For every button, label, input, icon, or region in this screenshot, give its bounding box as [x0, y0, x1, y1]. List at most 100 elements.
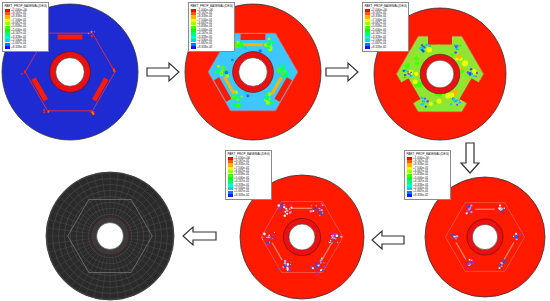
contour-spot [332, 237, 334, 239]
contour-spot [284, 214, 286, 216]
contour-spot [456, 235, 459, 238]
contour-spot [514, 236, 516, 238]
hub-hole [426, 60, 454, 88]
contour-spot [405, 63, 411, 69]
contour-spot [455, 238, 457, 240]
contour-spot [404, 74, 406, 76]
contour-spot [290, 204, 292, 206]
contour-spot [502, 210, 505, 213]
contour-spot [43, 109, 45, 111]
contour-spot [282, 68, 285, 71]
disc-outline [2, 4, 138, 140]
contour-spot [459, 100, 460, 101]
mesh-line [71, 251, 98, 287]
hub-ring [467, 219, 503, 255]
contour-spot [322, 204, 324, 206]
contour-spot [334, 233, 336, 235]
damage-band [428, 36, 452, 45]
damage-band [275, 77, 293, 101]
contour-spot [456, 104, 458, 106]
contour-spot [333, 241, 335, 243]
contour-spot [424, 102, 425, 103]
contour-spot [467, 268, 468, 269]
damage-band [321, 242, 332, 260]
contour-spot [314, 207, 316, 209]
contour-spot [470, 262, 471, 263]
contour-spot [471, 69, 477, 75]
mesh-line [93, 174, 105, 217]
contour-spot [288, 269, 290, 271]
mesh-line [115, 174, 127, 217]
mesh-line [78, 253, 100, 292]
mesh-line [129, 228, 173, 234]
contour-spot [236, 96, 238, 98]
contour-spot [267, 43, 271, 47]
damage-band [272, 242, 283, 260]
contour-spot [451, 234, 454, 237]
contour-spot [319, 211, 321, 213]
contour-spot [312, 210, 314, 212]
contour-spot [451, 54, 454, 57]
contour-spot [266, 235, 267, 236]
contour-spot [277, 69, 281, 73]
contour-spot [319, 208, 320, 209]
contour-spot [24, 72, 26, 74]
mesh-line [110, 255, 111, 300]
contour-spot [407, 73, 409, 75]
hub-ring [91, 217, 129, 255]
contour-spot [311, 205, 312, 206]
contour-spot [445, 93, 450, 98]
contour-spot [515, 233, 517, 235]
hub-hole [97, 223, 124, 250]
legend-value: +8.333e-02 [11, 46, 26, 49]
mesh-line [128, 212, 169, 229]
contour-spot [265, 96, 270, 101]
legend-value: +8.333e-02 [371, 46, 386, 49]
contour-spot [278, 204, 280, 206]
contour-spot [265, 89, 267, 91]
contour-spot [275, 233, 276, 234]
contour-spot [321, 201, 322, 202]
mesh-line [47, 239, 91, 245]
damage-band [292, 208, 312, 209]
contour-spot [407, 71, 408, 72]
contour-spot [283, 211, 285, 213]
contour-spot [241, 95, 243, 97]
legend-title: PART_PROP_BASEMAL(DEG) [365, 4, 407, 8]
contour-spot [267, 44, 270, 47]
contour-spot [317, 210, 318, 211]
mesh-line [102, 173, 108, 217]
contour-spot [408, 70, 413, 75]
contour-legend: PART_PROP_BASEMAL(DEG)+1.000e+00+9.167e-… [2, 2, 49, 52]
contour-spot [331, 235, 332, 236]
contour-spot [268, 236, 270, 238]
contour-spot [216, 69, 220, 73]
contour-spot [519, 234, 521, 236]
contour-legend: PART_PROP_BASEMAL(DEG)+1.000e+00+9.167e-… [225, 150, 272, 200]
contour-spot [476, 72, 478, 74]
step-arrow [326, 63, 358, 81]
contour-spot [266, 237, 267, 238]
contour-spot [316, 272, 318, 274]
contour-spot [403, 70, 405, 72]
contour-spot [500, 262, 502, 264]
contour-spot [280, 203, 282, 205]
contour-spot [456, 46, 457, 47]
contour-spot [422, 103, 425, 106]
contour-spot [450, 103, 452, 105]
contour-spot [469, 73, 471, 75]
contour-spot [246, 94, 249, 97]
contour-spot [332, 235, 334, 237]
contour-spot [283, 204, 285, 206]
mesh-line [110, 172, 111, 217]
contour-spot [286, 263, 289, 266]
contour-spot [286, 210, 288, 212]
damage-band [241, 34, 266, 40]
contour-spot [470, 211, 472, 213]
contour-spot [236, 103, 240, 107]
mesh-line [127, 246, 166, 268]
contour-spot [470, 210, 472, 212]
contour-spot [317, 264, 318, 265]
mesh-line [122, 185, 149, 221]
contour-spot [268, 236, 270, 238]
